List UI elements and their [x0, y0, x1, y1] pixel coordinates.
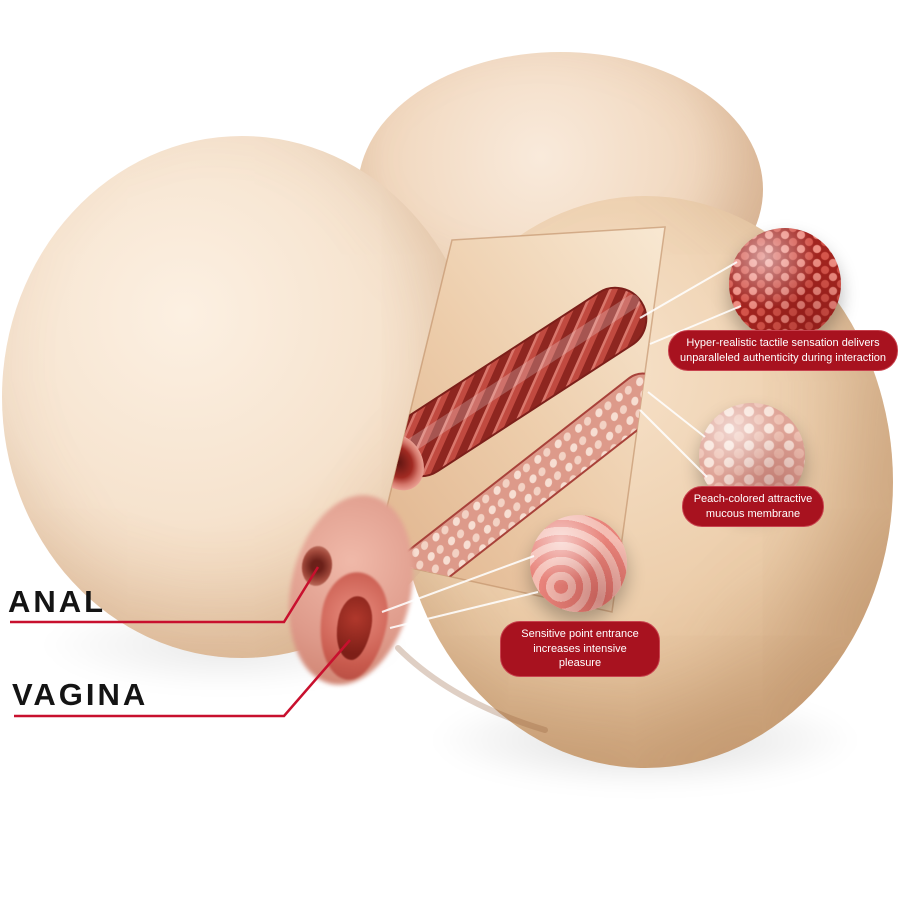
- callout-entrance-line2: increases intensive pleasure: [533, 642, 627, 670]
- label-vagina: VAGINA: [12, 677, 149, 712]
- label-anal: ANAL: [8, 584, 107, 619]
- callout-badge-entrance: Sensitive point entrance increases inten…: [500, 621, 660, 677]
- callout-badge-tactile: Hyper-realistic tactile sensation delive…: [668, 330, 898, 372]
- inset-ribbed-texture: [729, 228, 841, 340]
- callout-membrane-line1: Peach-colored attractive: [693, 493, 813, 505]
- callout-membrane-line2: mucous membrane: [705, 507, 801, 520]
- callout-tactile-line1: Hyper-realistic tactile sensation delive…: [686, 337, 880, 349]
- inset-folds-texture: [530, 515, 627, 612]
- callout-badge-membrane: Peach-colored attractive mucous membrane: [682, 486, 824, 528]
- callout-entrance-line1: Sensitive point entrance: [521, 628, 639, 640]
- callout-tactile-line2: unparalleled authenticity during interac…: [679, 351, 887, 364]
